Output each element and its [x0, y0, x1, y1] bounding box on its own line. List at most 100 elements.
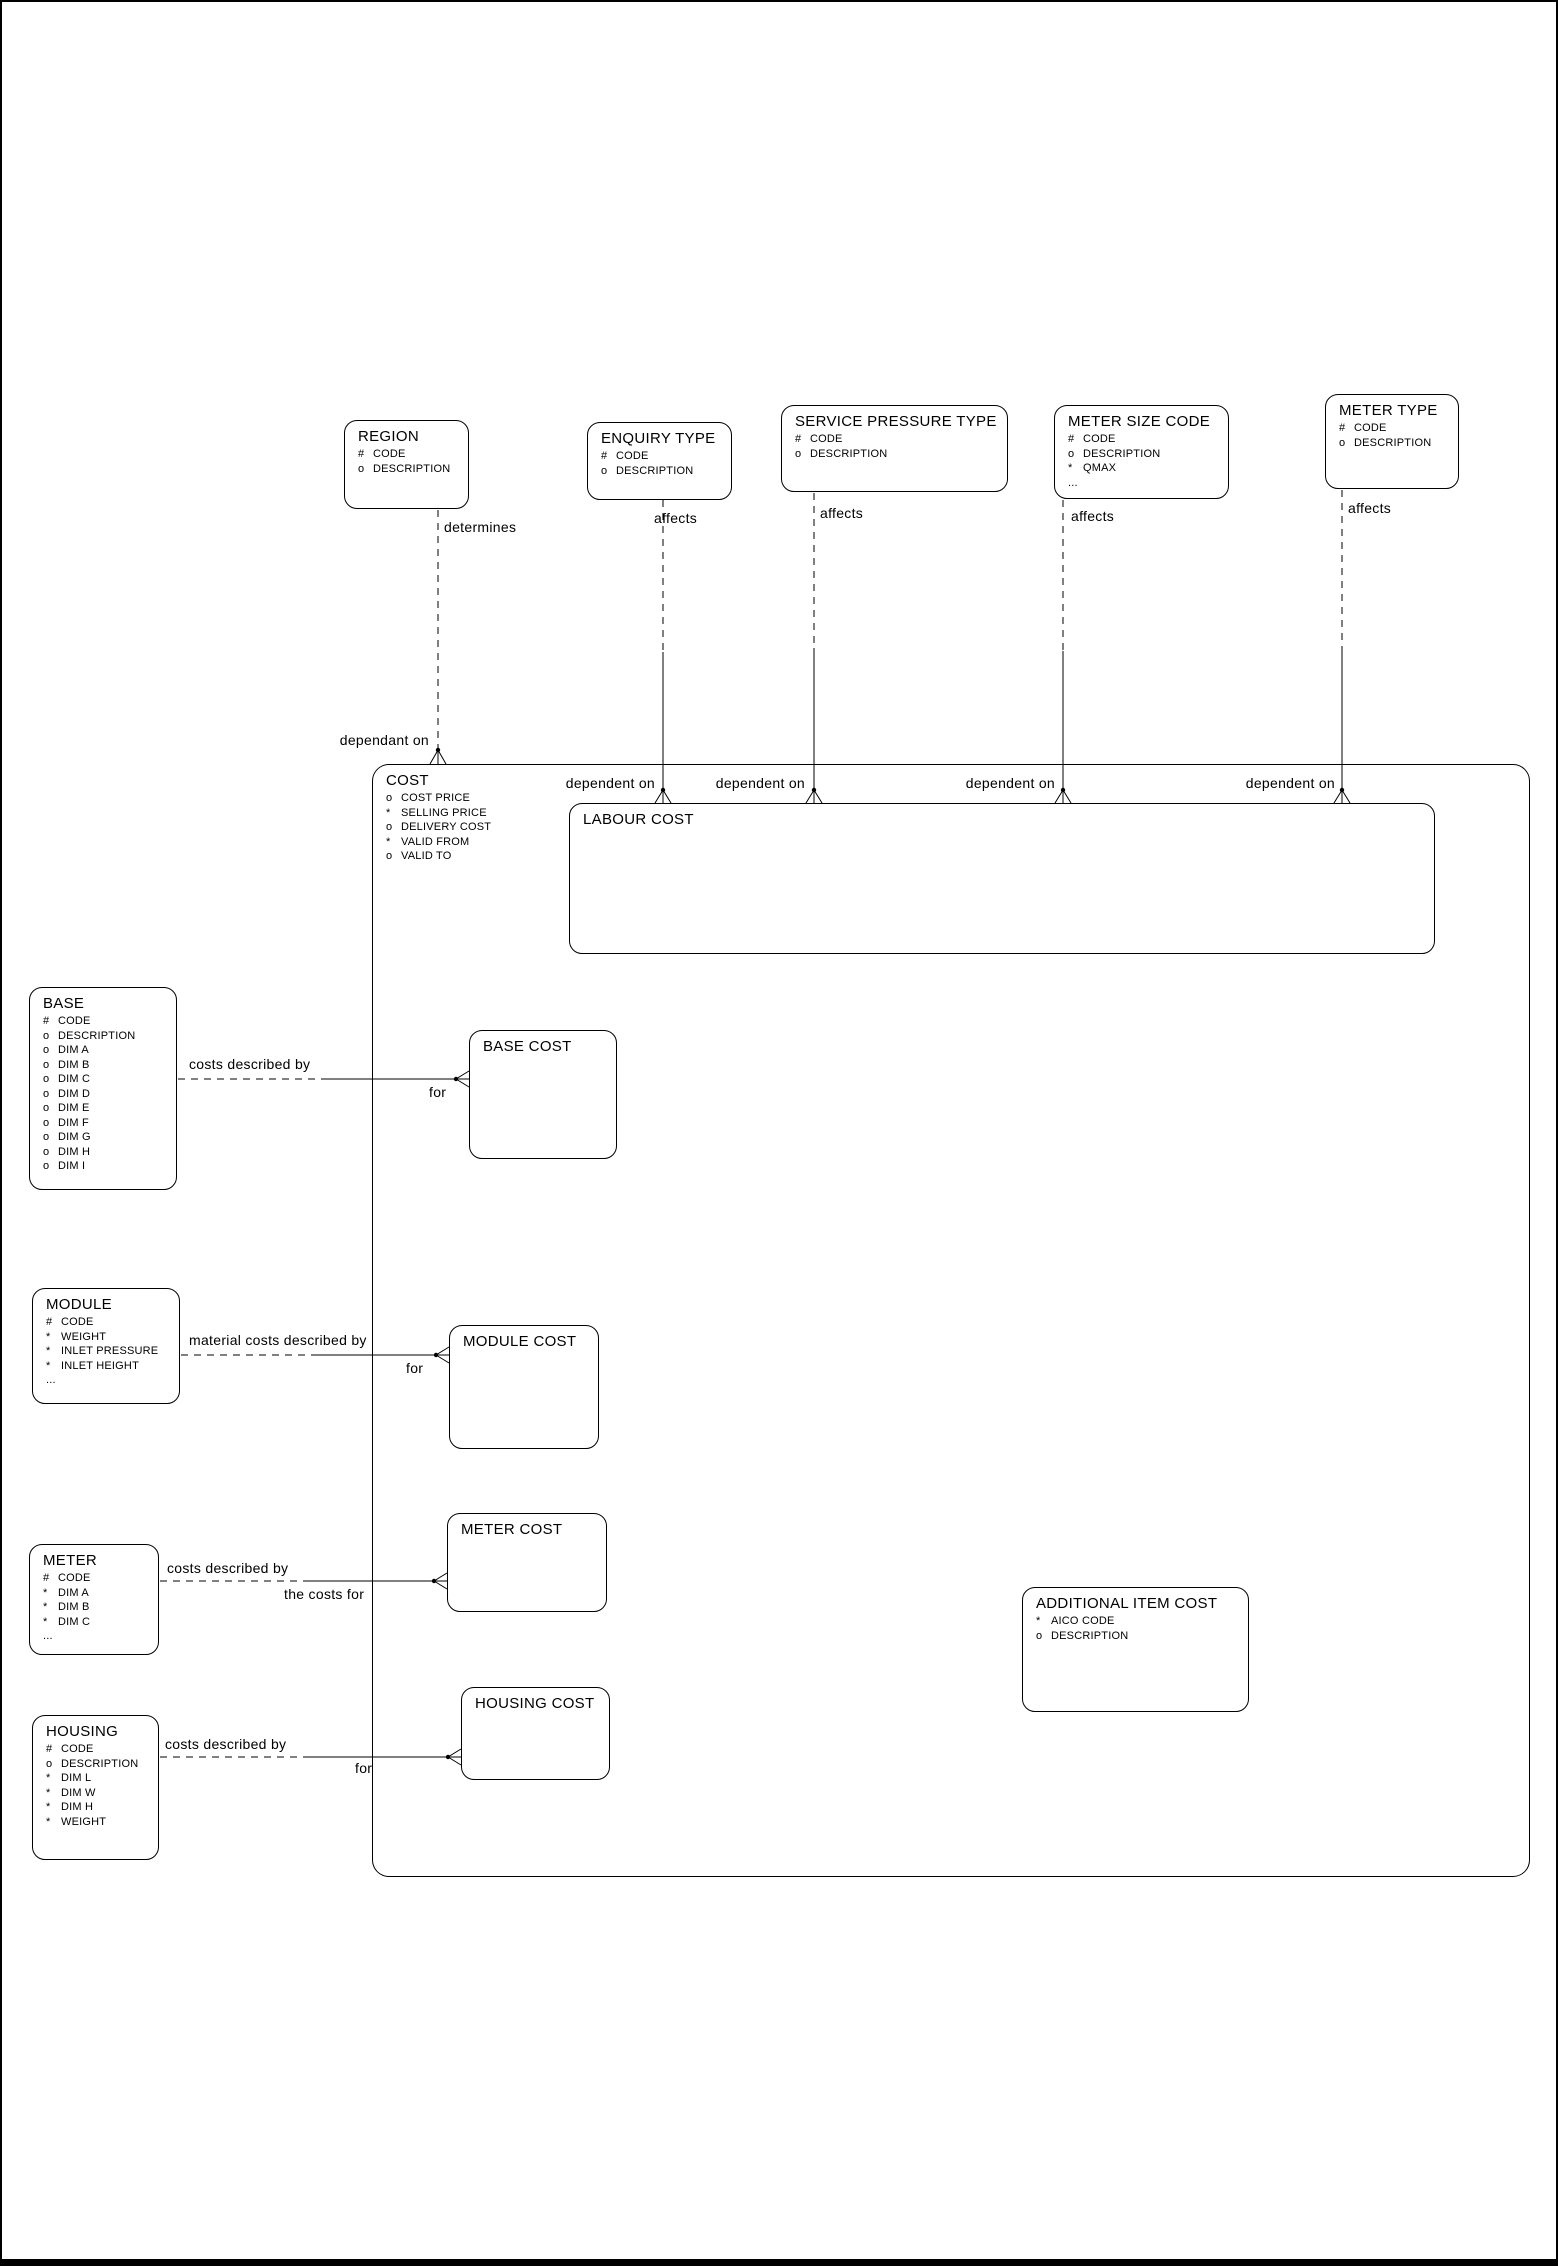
relationship-label-affects-enquiry: affects: [654, 510, 698, 526]
attribute-optionality-mark: *: [43, 1615, 48, 1628]
attribute-name: DIM A: [58, 1044, 89, 1056]
attribute-optionality-mark: ...: [46, 1374, 56, 1386]
attribute-optionality-mark: o: [46, 1757, 53, 1770]
attribute-optionality-mark: o: [1036, 1629, 1043, 1642]
entity-attribute-row: ...: [1068, 476, 1224, 491]
attribute-optionality-mark: o: [43, 1058, 50, 1071]
entity-attribute-row: o DIM I: [43, 1159, 172, 1174]
entity-attributes-module: #CODE*WEIGHT*INLET PRESSURE*INLET HEIGHT…: [33, 1314, 179, 1390]
entity-attribute-row: *DIM C: [43, 1615, 154, 1630]
attribute-optionality-mark: #: [795, 433, 802, 445]
relationship-label-costs-described-by-meter: costs described by: [167, 1560, 289, 1576]
entity-attribute-row: o DESCRIPTION: [795, 447, 1003, 462]
relationship-label-affects-service-pressure: affects: [820, 505, 864, 521]
entity-title-meter-size-code: METER SIZE CODE: [1068, 413, 1211, 430]
entity-title-module: MODULE: [46, 1296, 112, 1313]
attribute-optionality-mark: *: [46, 1345, 51, 1357]
attribute-name: DESCRIPTION: [810, 447, 888, 460]
attribute-optionality-mark: *: [46, 1801, 51, 1813]
entity-attribute-row: *INLET PRESSURE: [46, 1344, 175, 1359]
entity-labour-cost-box: LABOUR COST: [569, 803, 1435, 954]
entity-attribute-row: ...: [46, 1373, 175, 1388]
entity-attribute-row: # CODE: [46, 1742, 154, 1757]
attribute-optionality-mark: *: [46, 1359, 51, 1372]
attribute-name: VALID FROM: [401, 835, 470, 848]
attribute-name: DESCRIPTION: [1083, 447, 1161, 460]
attribute-optionality-mark: *: [46, 1815, 51, 1828]
entity-attribute-row: o DESCRIPTION: [46, 1757, 154, 1772]
attribute-name: DELIVERY COST: [401, 821, 492, 833]
attribute-name: DIM B: [58, 1058, 90, 1071]
attribute-name: DESCRIPTION: [61, 1757, 139, 1770]
entity-attribute-row: * DIM H: [46, 1800, 154, 1815]
entity-attribute-row: o DELIVERY COST: [386, 820, 1525, 835]
attribute-optionality-mark: #: [1339, 422, 1346, 434]
attribute-optionality-mark: o: [43, 1160, 50, 1172]
attribute-optionality-mark: #: [46, 1743, 53, 1755]
entity-title-housing: HOUSING: [46, 1723, 119, 1740]
attribute-name: DESCRIPTION: [1051, 1629, 1129, 1642]
attribute-optionality-mark: o: [43, 1145, 50, 1158]
entity-attribute-row: *VALID FROM: [386, 835, 1525, 850]
attribute-name: DIM H: [58, 1145, 91, 1158]
attribute-optionality-mark: *: [46, 1330, 51, 1343]
attribute-optionality-mark: *: [1036, 1615, 1041, 1627]
relationship-label-for-base: for: [429, 1084, 447, 1100]
entity-attribute-row: o DIM D: [43, 1087, 172, 1102]
entity-attribute-row: o DESCRIPTION: [1036, 1629, 1244, 1644]
attribute-name: CODE: [616, 450, 649, 462]
attribute-optionality-mark: o: [43, 1087, 50, 1100]
attribute-optionality-mark: o: [1068, 447, 1075, 460]
attribute-optionality-mark: *: [46, 1786, 51, 1799]
attribute-optionality-mark: o: [795, 447, 802, 460]
attribute-optionality-mark: o: [358, 462, 365, 475]
attribute-optionality-mark: o: [386, 821, 393, 833]
entity-attribute-row: #CODE: [1068, 432, 1224, 447]
entity-title-region: REGION: [358, 428, 419, 445]
attribute-name: DIM H: [61, 1801, 94, 1813]
attribute-name: DIM G: [58, 1131, 91, 1143]
attribute-name: CODE: [810, 433, 843, 445]
entity-title-service-pressure-type: SERVICE PRESSURE TYPE: [795, 413, 997, 430]
entity-meter-cost-box: METER COST: [447, 1513, 607, 1612]
attribute-name: DIM D: [58, 1087, 91, 1100]
attribute-name: SELLING PRICE: [401, 806, 487, 819]
attribute-name: CODE: [58, 1572, 91, 1584]
relationship-label-dependent-on-meter-size: dependent on: [965, 775, 1055, 791]
relationship-label-determines: determines: [444, 519, 517, 535]
attribute-name: WEIGHT: [61, 1815, 107, 1828]
entity-title-base-cost: BASE COST: [483, 1038, 572, 1055]
attribute-name: DIM A: [58, 1586, 89, 1599]
entity-attribute-row: *INLET HEIGHT: [46, 1359, 175, 1374]
attribute-name: DESCRIPTION: [1354, 436, 1432, 449]
crowsfoot-joint: [435, 747, 441, 753]
entity-service-pressure-type-box: SERVICE PRESSURE TYPE # CODE o DESCRIPTION: [781, 405, 1008, 492]
attribute-name: CODE: [373, 448, 406, 460]
entity-housing-cost-box: HOUSING COST: [461, 1687, 610, 1780]
entity-attribute-row: o DIM H: [43, 1145, 172, 1160]
entity-title-labour-cost: LABOUR COST: [583, 811, 694, 828]
attribute-name: DIM I: [58, 1160, 86, 1172]
relationship-label-material-costs-described-by: material costs described by: [189, 1332, 367, 1348]
attribute-optionality-mark: o: [43, 1029, 50, 1042]
attribute-name: DESCRIPTION: [58, 1029, 136, 1042]
entity-attributes-meter: #CODE*DIM A*DIM B*DIM C...: [30, 1570, 158, 1646]
attribute-name: CODE: [58, 1015, 91, 1027]
attribute-name: CODE: [61, 1743, 94, 1755]
attribute-name: CODE: [61, 1316, 94, 1328]
entity-module-cost-box: MODULE COST: [449, 1325, 599, 1449]
entity-base-cost-box: BASE COST: [469, 1030, 617, 1159]
attribute-name: DIM C: [58, 1073, 91, 1085]
